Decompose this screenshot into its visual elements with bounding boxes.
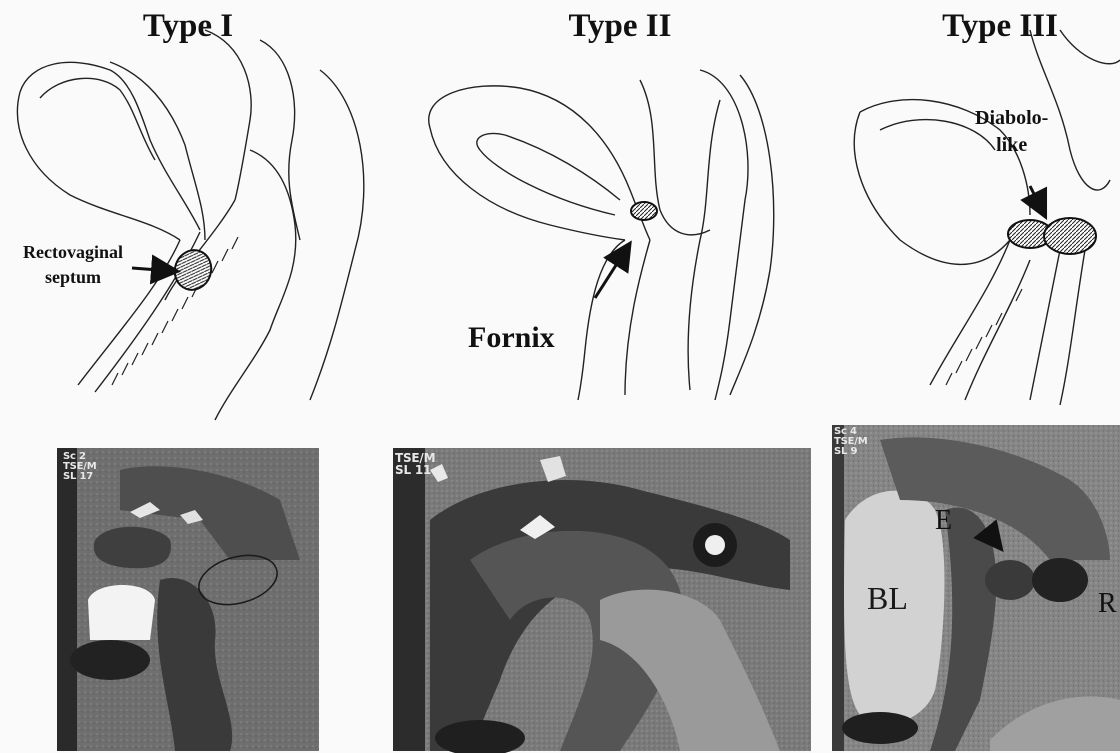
mri2-header-line2: SL 11	[395, 464, 435, 476]
type3-arrow	[1030, 186, 1043, 212]
type3-drawing	[854, 30, 1120, 405]
mri1-header-line3: SL 17	[63, 472, 96, 482]
mri1-header: Sc 2 TSE/M SL 17	[63, 452, 96, 482]
type2-fornix-label: Fornix	[468, 322, 555, 354]
type2-title: Type II	[520, 8, 720, 45]
mri3-rectum-label: R	[1098, 588, 1117, 620]
type2-arrow	[595, 248, 627, 298]
mri3-endometriosis-label: E	[935, 505, 952, 537]
type2-lesion	[631, 202, 657, 220]
mri-panel-2	[393, 448, 811, 753]
type1-lesion	[169, 245, 217, 295]
type3-label-line1: Diabolo-	[975, 108, 1048, 129]
type3-label-line2: like	[975, 135, 1048, 156]
type1-label: Rectovaginal septum	[23, 243, 123, 287]
type1-label-line2: septum	[23, 268, 123, 287]
mri3-header-line3: SL 9	[834, 447, 867, 457]
mri3-header: Sc 4 TSE/M SL 9	[834, 427, 867, 457]
type3-label: Diabolo- like	[975, 108, 1048, 156]
mri-panel-1	[57, 448, 319, 751]
type1-drawing	[17, 30, 363, 420]
mri3-bladder-label: BL	[867, 580, 908, 617]
type3-lesion	[1008, 218, 1096, 254]
type3-title: Type III	[900, 8, 1100, 45]
type1-title: Type I	[88, 8, 288, 45]
mri2-header: TSE/M SL 11	[395, 452, 435, 476]
type1-label-line1: Rectovaginal	[23, 243, 123, 262]
type1-arrow	[132, 268, 172, 271]
